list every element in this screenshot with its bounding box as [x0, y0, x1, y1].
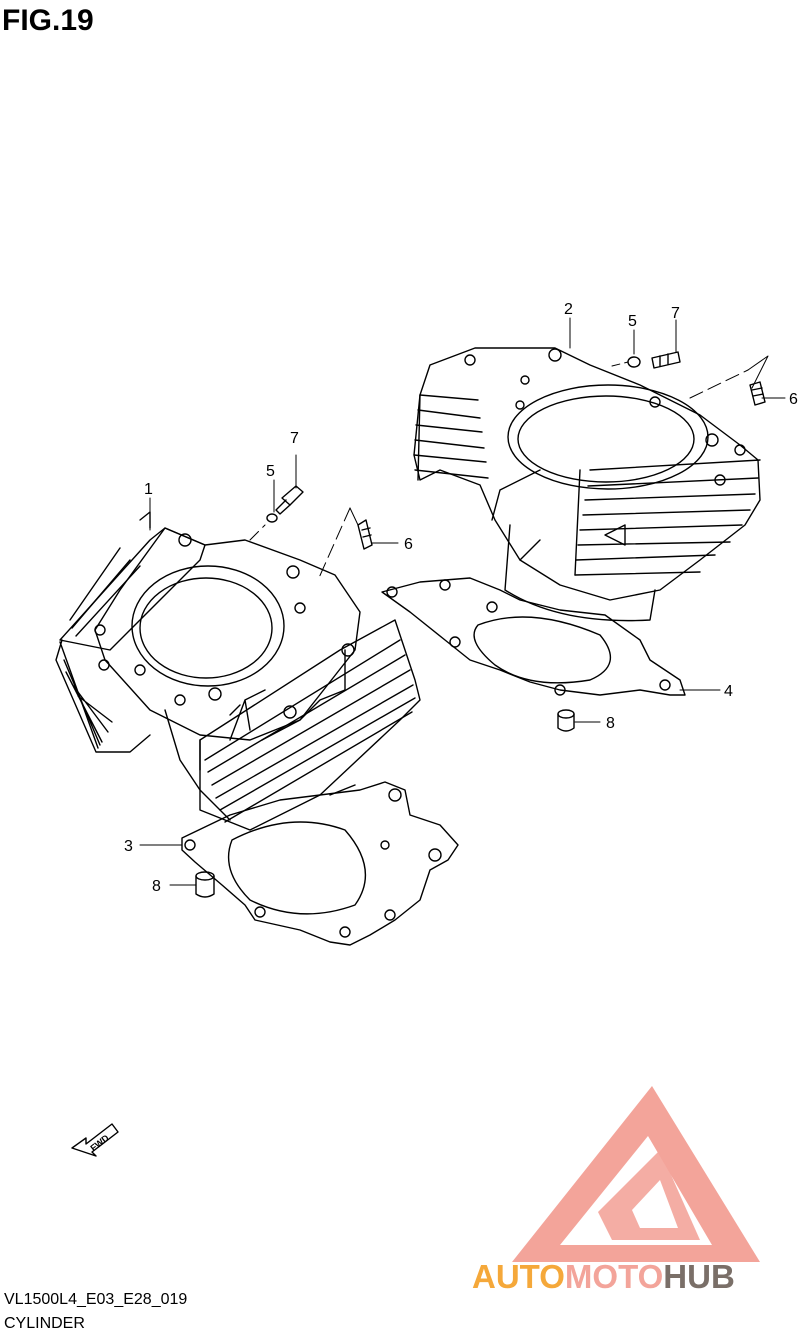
fitting-rear	[749, 381, 766, 406]
figure-title: FIG.19	[2, 4, 94, 37]
callout-5-front: 5	[266, 463, 275, 480]
dowel-pin-front	[195, 871, 215, 898]
callout-6-rear: 6	[789, 391, 798, 408]
watermark-logo: AUTOMOTOHUB	[472, 1086, 760, 1295]
rear-cylinder-part	[413, 347, 761, 622]
fitting-front	[357, 519, 373, 550]
callout-1: 1	[144, 481, 153, 498]
diagram-name: CYLINDER	[4, 1315, 85, 1332]
watermark-part-auto: AUTO	[472, 1258, 565, 1295]
base-gasket-rear	[381, 577, 686, 696]
callout-8-rear: 8	[606, 715, 615, 732]
dowel-pin-rear	[557, 709, 575, 732]
callout-2: 2	[564, 301, 573, 318]
callout-8-front: 8	[152, 878, 161, 895]
diagram-code: VL1500L4_E03_E28_019	[4, 1291, 188, 1308]
callout-labels: 1 2 3 4 5 5 6 6 7 7 8 8	[124, 301, 798, 895]
stud-bolt-front	[266, 485, 304, 523]
callout-7-rear: 7	[671, 305, 680, 322]
callout-4: 4	[724, 683, 733, 700]
leader-lines	[139, 317, 786, 886]
callout-5-rear: 5	[628, 313, 637, 330]
stud-bolt-rear	[627, 351, 681, 369]
callout-7-front: 7	[290, 430, 299, 447]
watermark-text-auto: AUTOMOTOHUB	[472, 1258, 735, 1295]
watermark-part-moto: MOTO	[565, 1258, 663, 1295]
base-gasket-front	[181, 781, 459, 946]
callout-6-front: 6	[404, 536, 413, 553]
callout-3: 3	[124, 838, 133, 855]
watermark-part-hub: HUB	[663, 1258, 735, 1295]
front-cylinder-part	[55, 511, 421, 831]
fwd-arrow-icon: FWD	[71, 1123, 119, 1157]
